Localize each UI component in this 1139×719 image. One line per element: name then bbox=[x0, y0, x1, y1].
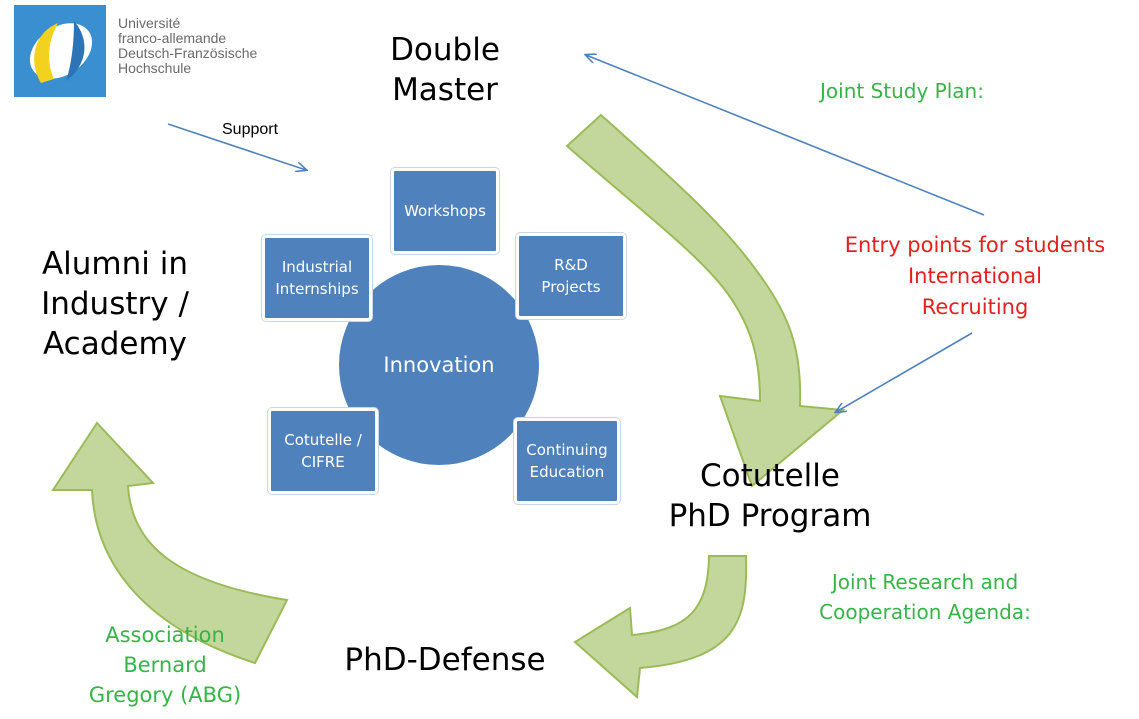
arrow-master-to-phd bbox=[565, 113, 846, 488]
alumni-line: Industry / bbox=[41, 286, 189, 322]
entry-to-phd-connector bbox=[836, 332, 973, 412]
industrial-internships-line: Internships bbox=[275, 280, 359, 298]
industrial-internships-text: Industrial Internships bbox=[275, 256, 358, 300]
abg-line: Gregory (ABG) bbox=[88, 683, 242, 707]
continuing-education-line: Education bbox=[529, 463, 605, 481]
cotutelle-cifre-box: Cotutelle / CIFRE bbox=[268, 408, 378, 494]
entry-to-master-connector bbox=[586, 55, 985, 216]
continuing-education-text: Continuing Education bbox=[526, 439, 607, 483]
cotutelle-program-label: Cotutelle PhD Program bbox=[660, 456, 880, 536]
cotutelle-program-line: PhD Program bbox=[668, 498, 872, 534]
joint-study-plan-note: Joint Study Plan: bbox=[820, 79, 984, 103]
entry-points-line: Entry points for students bbox=[844, 233, 1106, 257]
alumni-line: Alumni in bbox=[41, 246, 189, 282]
rd-projects-line: Projects bbox=[541, 278, 601, 296]
ufa-logo bbox=[14, 5, 106, 97]
arrow-phd-to-defense bbox=[573, 555, 748, 700]
joint-research-line: Cooperation Agenda: bbox=[819, 600, 1031, 624]
logo-line: franco-allemande bbox=[118, 30, 227, 46]
entry-points-line: International bbox=[907, 264, 1043, 288]
joint-research-note: Joint Research and Cooperation Agenda: bbox=[790, 567, 1060, 627]
support-connector bbox=[167, 123, 306, 170]
innovation-label: Innovation bbox=[383, 353, 495, 377]
cotutelle-cifre-text: Cotutelle / CIFRE bbox=[284, 429, 362, 473]
continuing-education-box: Continuing Education bbox=[514, 418, 620, 504]
logo-line: Université bbox=[118, 15, 181, 31]
alumni-line: Academy bbox=[43, 326, 187, 362]
logo-line: Deutsch-Französische bbox=[118, 45, 258, 61]
industrial-internships-line: Industrial bbox=[281, 258, 353, 276]
arrow-abg-to-alumni bbox=[51, 421, 289, 665]
cotutelle-cifre-line: Cotutelle / bbox=[284, 431, 362, 449]
abg-line: Bernard bbox=[123, 653, 207, 677]
double-master-line: Master bbox=[392, 72, 498, 108]
phd-defense-label: PhD-Defense bbox=[344, 642, 546, 678]
logo-line: Hochschule bbox=[118, 60, 192, 76]
entry-points-note: Entry points for students International … bbox=[820, 230, 1130, 323]
cotutelle-program-line: Cotutelle bbox=[700, 458, 840, 494]
abg-line: Association bbox=[105, 623, 225, 647]
industrial-internships-box: Industrial Internships bbox=[262, 235, 372, 321]
abg-note: Association Bernard Gregory (ABG) bbox=[70, 620, 260, 710]
double-master-label: Double Master bbox=[370, 30, 520, 110]
rd-projects-box: R&D Projects bbox=[516, 233, 626, 319]
workshops-box: Workshops bbox=[391, 168, 499, 254]
rd-projects-line: R&D bbox=[554, 256, 588, 274]
entry-points-line: Recruiting bbox=[921, 295, 1029, 319]
logo-text: Université franco-allemande Deutsch-Fran… bbox=[118, 16, 257, 76]
rd-projects-text: R&D Projects bbox=[541, 254, 600, 298]
alumni-label: Alumni in Industry / Academy bbox=[20, 244, 210, 364]
continuing-education-line: Continuing bbox=[526, 441, 608, 459]
support-label: Support bbox=[222, 121, 279, 138]
joint-research-line: Joint Research and bbox=[831, 570, 1019, 594]
ufa-logo-mark bbox=[14, 5, 106, 97]
cotutelle-cifre-line: CIFRE bbox=[301, 453, 345, 471]
double-master-line: Double bbox=[390, 32, 500, 68]
workshops-label: Workshops bbox=[404, 202, 486, 220]
